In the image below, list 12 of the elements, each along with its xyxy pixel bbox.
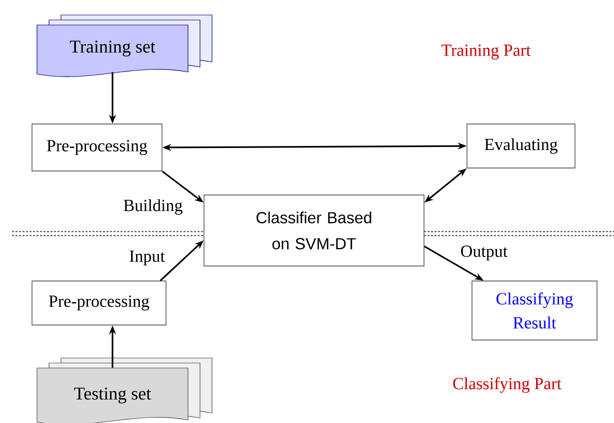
section-label: Classifying Part	[453, 377, 562, 393]
process-box: Classifying Result	[472, 280, 598, 340]
document-stack: Testing set	[36, 358, 212, 423]
edge-label: Output	[461, 246, 508, 260]
edge-label: Building	[124, 199, 182, 215]
process-box: Evaluating	[466, 124, 576, 168]
process-box: Classifier Based on SVM-DT	[204, 194, 424, 266]
edge-label: Input	[130, 250, 165, 266]
document-stack: Training set	[36, 14, 212, 77]
section-label: Training Part	[442, 44, 531, 60]
process-box: Pre-processing	[32, 124, 162, 172]
process-box: Pre-processing	[32, 280, 166, 326]
